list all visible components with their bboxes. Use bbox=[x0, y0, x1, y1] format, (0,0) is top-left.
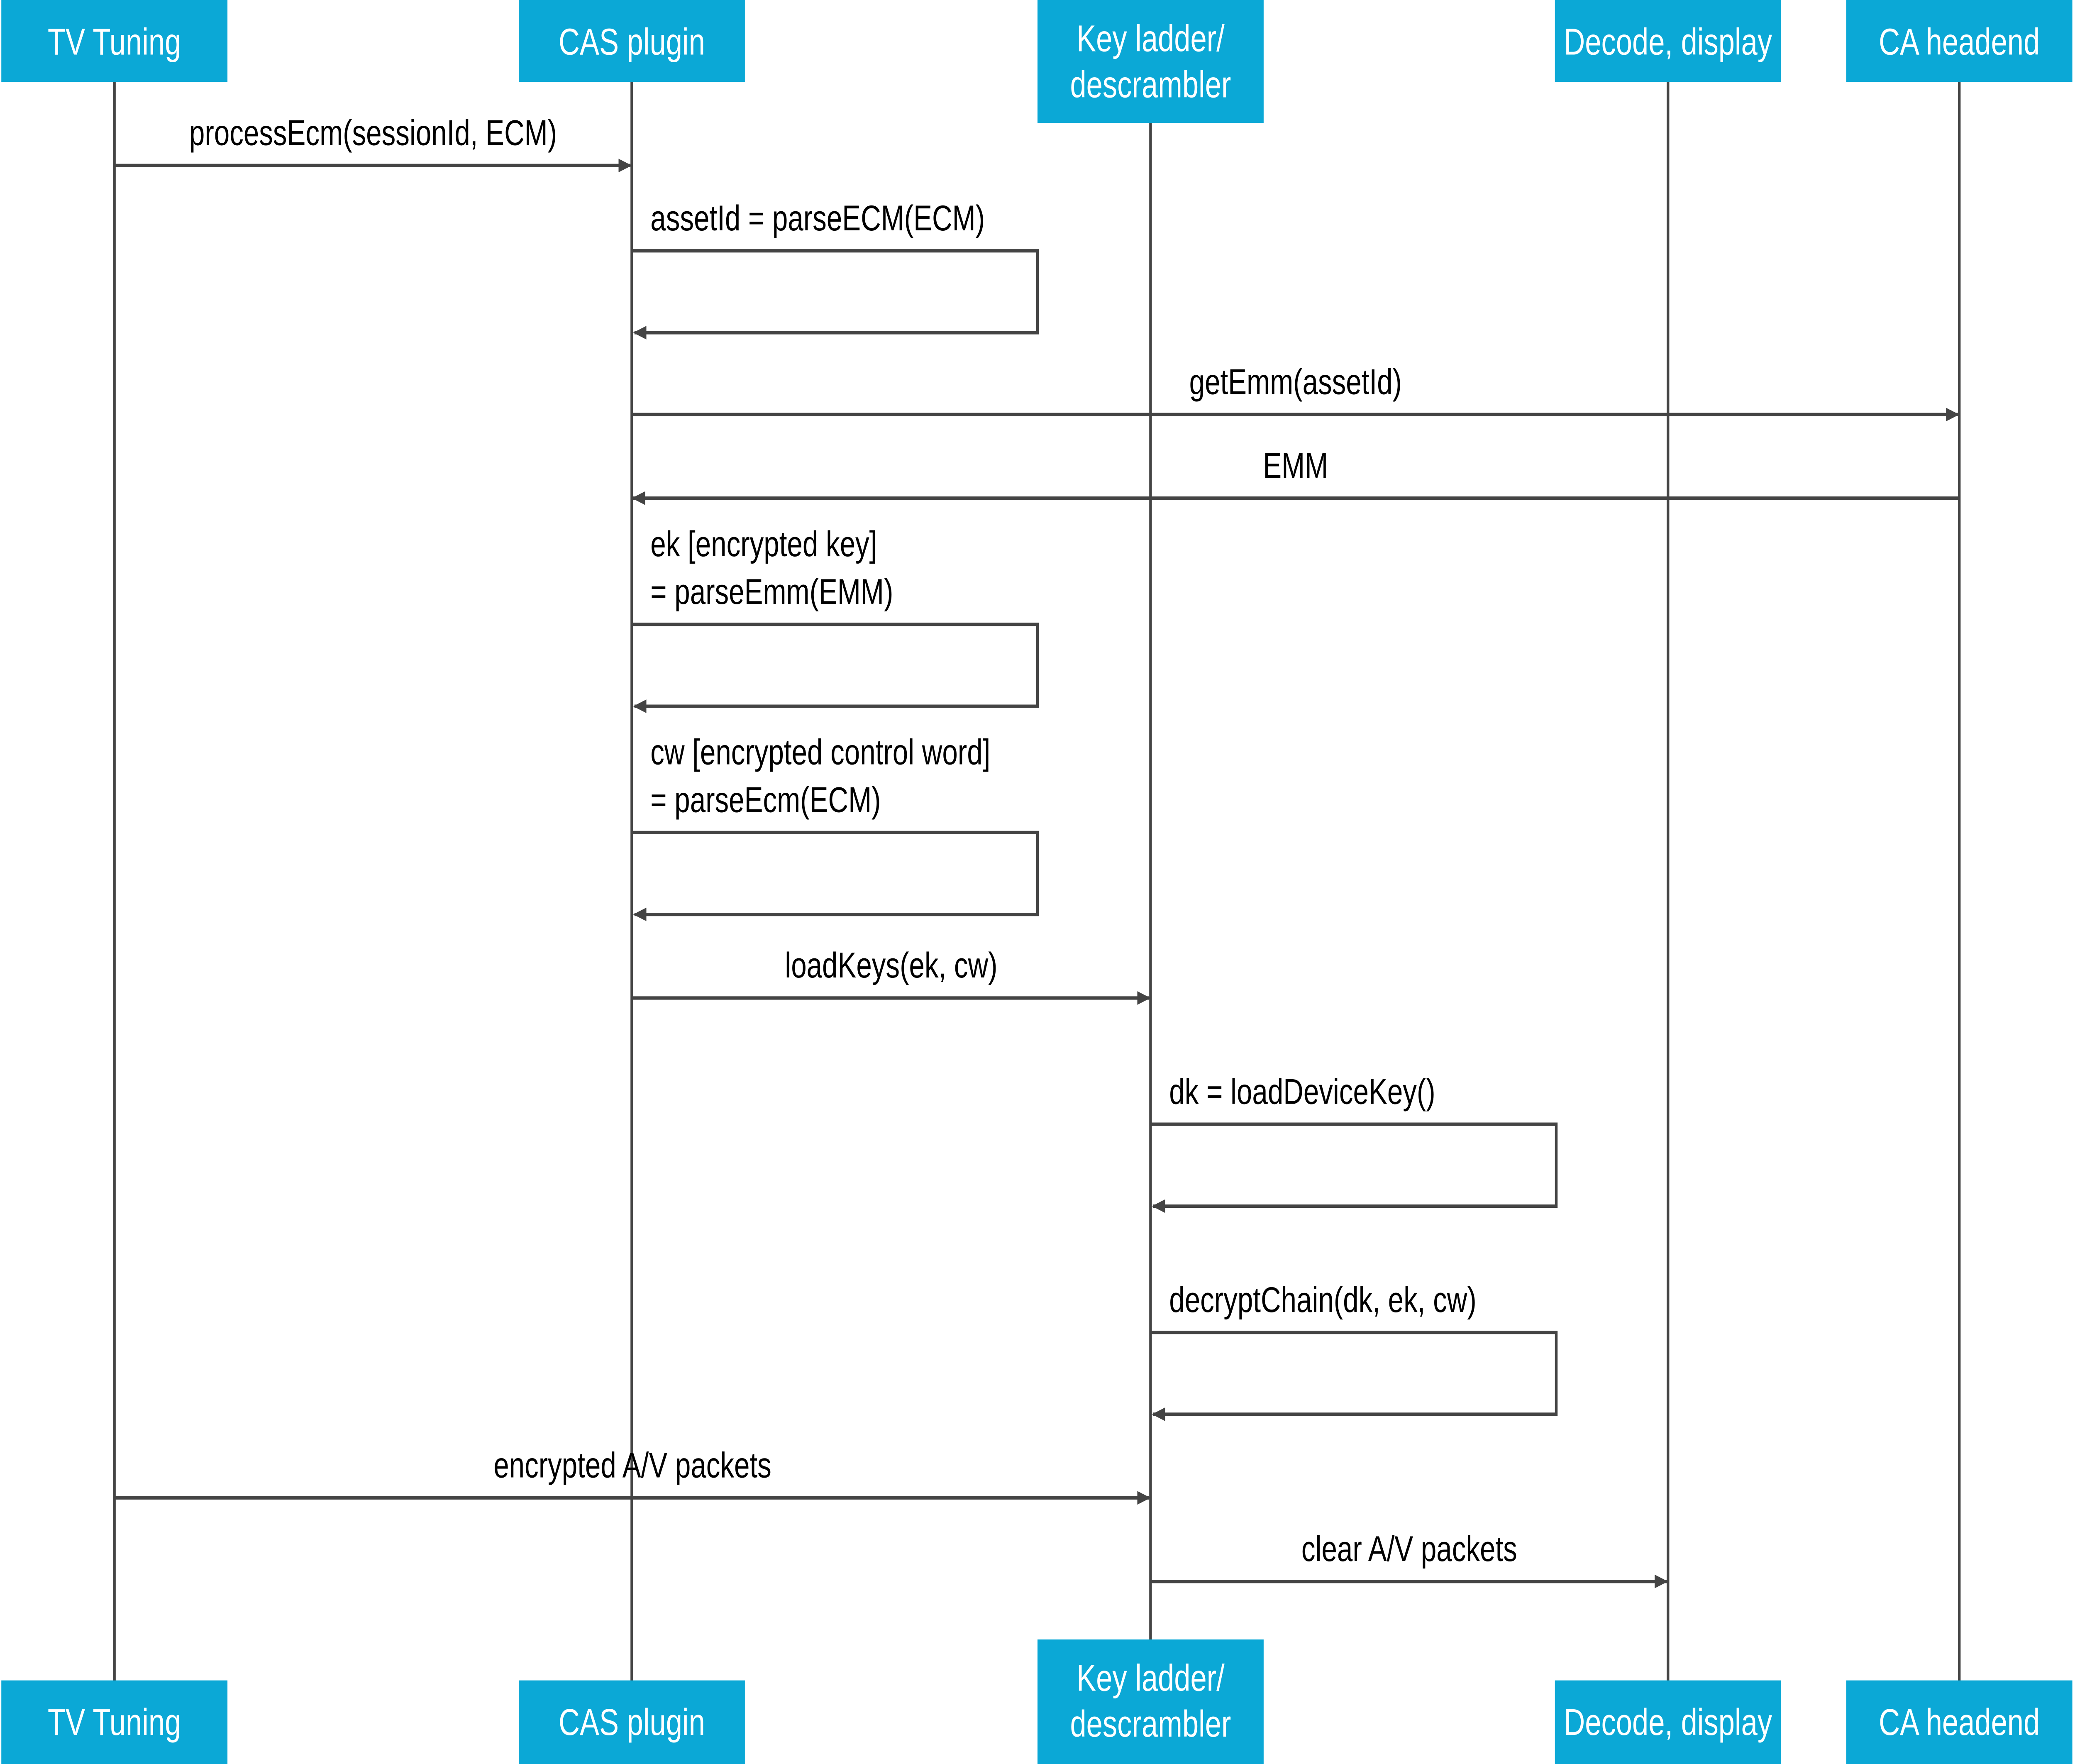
message-label: cw [encrypted control word] bbox=[650, 732, 990, 772]
participant-label: Decode, display bbox=[1564, 1702, 1772, 1743]
participant-kl-bottom: Key ladder/descrambler bbox=[1038, 1639, 1264, 1764]
message-label: EMM bbox=[1263, 446, 1328, 486]
message-label: dk = loadDeviceKey() bbox=[1169, 1072, 1435, 1112]
participant-box bbox=[519, 0, 745, 82]
participant-label: Key ladder/ bbox=[1077, 1657, 1225, 1699]
message-label: getEmm(assetId) bbox=[1189, 362, 1402, 402]
message-4: ek [encrypted key] = parseEmm(EMM) bbox=[632, 524, 1039, 713]
message-6: loadKeys(ek, cw) bbox=[632, 946, 1151, 1005]
participant-tv-bottom: TV Tuning bbox=[1, 1680, 228, 1764]
message-9: encrypted A/V packets bbox=[114, 1446, 1151, 1505]
self-call-arrow bbox=[632, 249, 1039, 340]
message-3: EMM bbox=[632, 446, 1960, 505]
self-call-arrow bbox=[632, 623, 1039, 713]
self-call-arrow bbox=[632, 831, 1039, 921]
participant-dd-bottom: Decode, display bbox=[1555, 1680, 1781, 1764]
participant-box bbox=[1038, 0, 1264, 123]
message-5: cw [encrypted control word] = parseEcm(EC… bbox=[632, 732, 1039, 921]
message-10: clear A/V packets bbox=[1150, 1529, 1668, 1588]
message-label: encrypted A/V packets bbox=[493, 1446, 771, 1485]
participant-tv-top: TV Tuning bbox=[1, 0, 228, 82]
self-call-arrow bbox=[1150, 1122, 1558, 1213]
participant-dd-top: Decode, display bbox=[1555, 0, 1781, 82]
message-label: clear A/V packets bbox=[1301, 1529, 1517, 1569]
participant-label: CA headend bbox=[1879, 21, 2040, 63]
message-7: dk = loadDeviceKey() bbox=[1150, 1072, 1558, 1213]
message-2: getEmm(assetId) bbox=[632, 362, 1960, 422]
participant-box bbox=[519, 1680, 745, 1764]
participant-label: CA headend bbox=[1879, 1702, 2040, 1743]
participant-cas-bottom: CAS plugin bbox=[519, 1680, 745, 1764]
participant-cas-top: CAS plugin bbox=[519, 0, 745, 82]
participant-label: CAS plugin bbox=[559, 1702, 705, 1743]
participant-box bbox=[1555, 0, 1781, 82]
participant-label: descrambler bbox=[1070, 1703, 1231, 1745]
lifelines bbox=[113, 0, 1961, 1764]
participant-label: TV Tuning bbox=[48, 21, 181, 63]
participant-label: TV Tuning bbox=[48, 1702, 181, 1743]
participant-ca-bottom: CA headend bbox=[1846, 1680, 2073, 1764]
message-8: decryptChain(dk, ek, cw) bbox=[1150, 1280, 1558, 1421]
participant-label: CAS plugin bbox=[559, 21, 705, 63]
participant-label: Decode, display bbox=[1564, 21, 1772, 63]
message-label: decryptChain(dk, ek, cw) bbox=[1169, 1280, 1476, 1320]
participant-box bbox=[1555, 1680, 1781, 1764]
participant-label: Key ladder/ bbox=[1077, 18, 1225, 59]
message-label: ek [encrypted key] bbox=[650, 524, 877, 564]
messages: processEcm(sessionId, ECM) assetId = pars… bbox=[114, 113, 1960, 1588]
participant-box bbox=[1, 1680, 228, 1764]
message-label: assetId = parseECM(ECM) bbox=[650, 198, 985, 238]
participant-box bbox=[1038, 1639, 1264, 1764]
participant-kl-top: Key ladder/descrambler bbox=[1038, 0, 1264, 123]
message-label: = parseEmm(EMM) bbox=[650, 572, 893, 612]
message-0: processEcm(sessionId, ECM) bbox=[114, 113, 632, 173]
message-label: = parseEcm(ECM) bbox=[650, 780, 881, 820]
participant-ca-top: CA headend bbox=[1846, 0, 2073, 82]
self-call-arrow bbox=[1150, 1330, 1558, 1421]
participant-box bbox=[1, 0, 228, 82]
message-label: processEcm(sessionId, ECM) bbox=[189, 113, 557, 153]
participant-box bbox=[1846, 1680, 2073, 1764]
message-label: loadKeys(ek, cw) bbox=[785, 946, 997, 985]
message-1: assetId = parseECM(ECM) bbox=[632, 198, 1039, 340]
participant-label: descrambler bbox=[1070, 64, 1231, 105]
participant-box bbox=[1846, 0, 2073, 82]
